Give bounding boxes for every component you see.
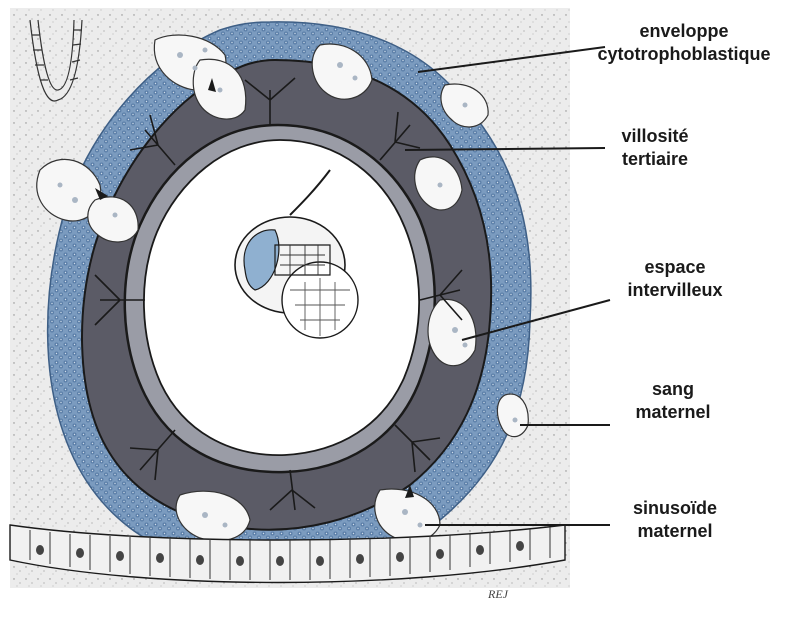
label-line: sang [618, 378, 728, 401]
label-sang-maternel: sang maternel [618, 378, 728, 424]
label-line: tertiaire [600, 148, 710, 171]
label-line: maternel [618, 401, 728, 424]
artist-signature: REJ [487, 587, 509, 601]
label-espace-intervilleux: espace intervilleux [615, 256, 735, 302]
label-line: intervilleux [615, 279, 735, 302]
label-line: maternel [615, 520, 735, 543]
label-line: espace [615, 256, 735, 279]
label-line: cytotrophoblastique [594, 43, 774, 66]
label-line: sinusoïde [615, 497, 735, 520]
label-enveloppe-cytotrophoblastique: enveloppe cytotrophoblastique [594, 20, 774, 66]
label-line: villosité [600, 125, 710, 148]
label-sinusoide-maternel: sinusoïde maternel [615, 497, 735, 543]
label-line: enveloppe [594, 20, 774, 43]
label-villosite-tertiaire: villosité tertiaire [600, 125, 710, 171]
